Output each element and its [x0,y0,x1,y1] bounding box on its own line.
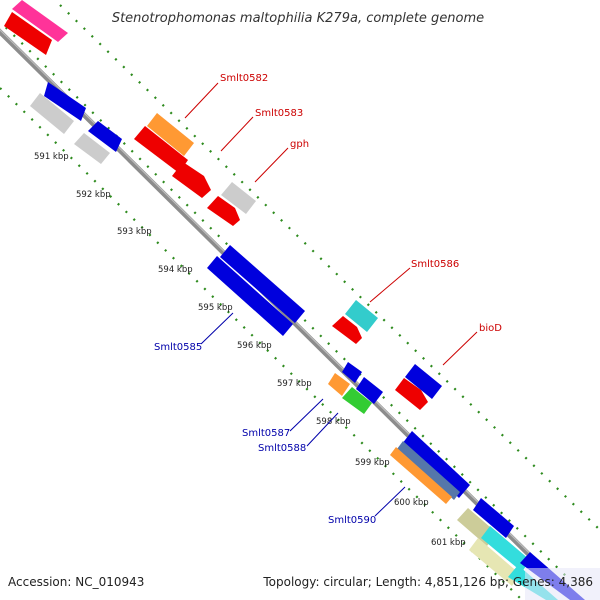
feature-red-arrow-4[interactable] [395,378,428,410]
feature-smlt0588[interactable] [342,387,372,414]
gene-label-gph[interactable]: gph [290,139,309,150]
feature-smlt0582[interactable] [147,113,194,156]
gene-label-smlt0587[interactable]: Smlt0587 [242,428,290,439]
leader-line [369,267,411,303]
feature-smlt0585-b[interactable] [207,256,293,336]
kbp-labels: 591 kbp 592 kbp 593 kbp 594 kbp 595 kbp … [34,152,466,548]
feature-grey-left-2[interactable] [74,133,110,164]
kbp-label: 596 kbp [237,341,272,351]
gene-label-smlt0582[interactable]: Smlt0582 [220,73,268,84]
footer: Accession: NC_010943 Topology: circular;… [8,568,600,600]
gene-labels-minus: Smlt0585 Smlt0587 Smlt0588 Smlt0590 [154,312,406,526]
kbp-label: 594 kbp [158,265,193,275]
feature-red-arrow-3[interactable] [332,316,362,344]
feature-smlt0590[interactable] [390,447,452,504]
feature-red-arrow-1[interactable] [172,162,211,198]
leader-line [254,147,289,183]
leader-line [184,82,219,119]
feature-smlt0590-steel[interactable] [397,441,460,500]
feature-pink[interactable] [12,0,68,42]
guide-outer-plus [59,4,600,531]
leader-line [374,486,406,517]
feature-biod[interactable] [405,364,442,399]
guide-inner-minus [0,87,521,599]
leader-line [289,398,324,432]
features-minus-strand [30,82,585,600]
feature-blue-601[interactable] [473,498,514,538]
feature-red-top[interactable] [4,12,52,55]
gene-label-smlt0585[interactable]: Smlt0585 [154,342,202,353]
feature-blue-left-2[interactable] [88,121,122,152]
topology-summary-text: Topology: circular; Length: 4,851,126 bp… [262,575,593,589]
feature-blue-599[interactable] [402,431,470,498]
feature-blue-mid-2[interactable] [356,377,383,404]
feature-red-arrow-2[interactable] [207,196,240,226]
kbp-label: 597 kbp [277,379,312,389]
feature-smlt0587[interactable] [328,373,350,396]
kbp-label: 598 kbp [316,417,351,427]
kbp-label: 591 kbp [34,152,69,162]
kbp-label: 599 kbp [355,458,390,468]
gene-label-smlt0583[interactable]: Smlt0583 [255,108,303,119]
leader-line [200,312,234,345]
gene-label-smlt0590[interactable]: Smlt0590 [328,515,376,526]
map-title: Stenotrophomonas maltophilia K279a, comp… [112,11,484,26]
gene-label-smlt0586[interactable]: Smlt0586 [411,259,459,270]
feature-smlt0585-a[interactable] [220,245,305,323]
feature-blue-left[interactable] [44,82,86,121]
feature-blue-mid-1[interactable] [342,362,362,383]
gene-label-smlt0588[interactable]: Smlt0588 [258,443,306,454]
feature-tan-601[interactable] [469,538,520,586]
feature-gph[interactable] [221,182,256,214]
kbp-label: 601 kbp [431,538,466,548]
kbp-label: 593 kbp [117,227,152,237]
kbp-label: 595 kbp [198,303,233,313]
tick-guides [0,4,600,599]
accession-text: Accession: NC_010943 [8,575,144,589]
gene-label-biod[interactable]: bioD [479,323,502,334]
kbp-label: 600 kbp [394,498,429,508]
footer-corner-box [525,568,600,600]
leader-line [220,116,254,152]
gene-labels-plus: Smlt0582 Smlt0583 gph Smlt0586 bioD [184,73,502,366]
features-plus-strand [4,0,442,410]
kbp-label: 592 kbp [76,190,111,200]
feature-smlt0586[interactable] [345,300,378,332]
feature-grey-left[interactable] [30,93,74,134]
leader-line [306,412,339,447]
leader-line [442,331,478,366]
feature-smlt0583[interactable] [134,126,188,173]
feature-cyan-601[interactable] [481,526,530,572]
